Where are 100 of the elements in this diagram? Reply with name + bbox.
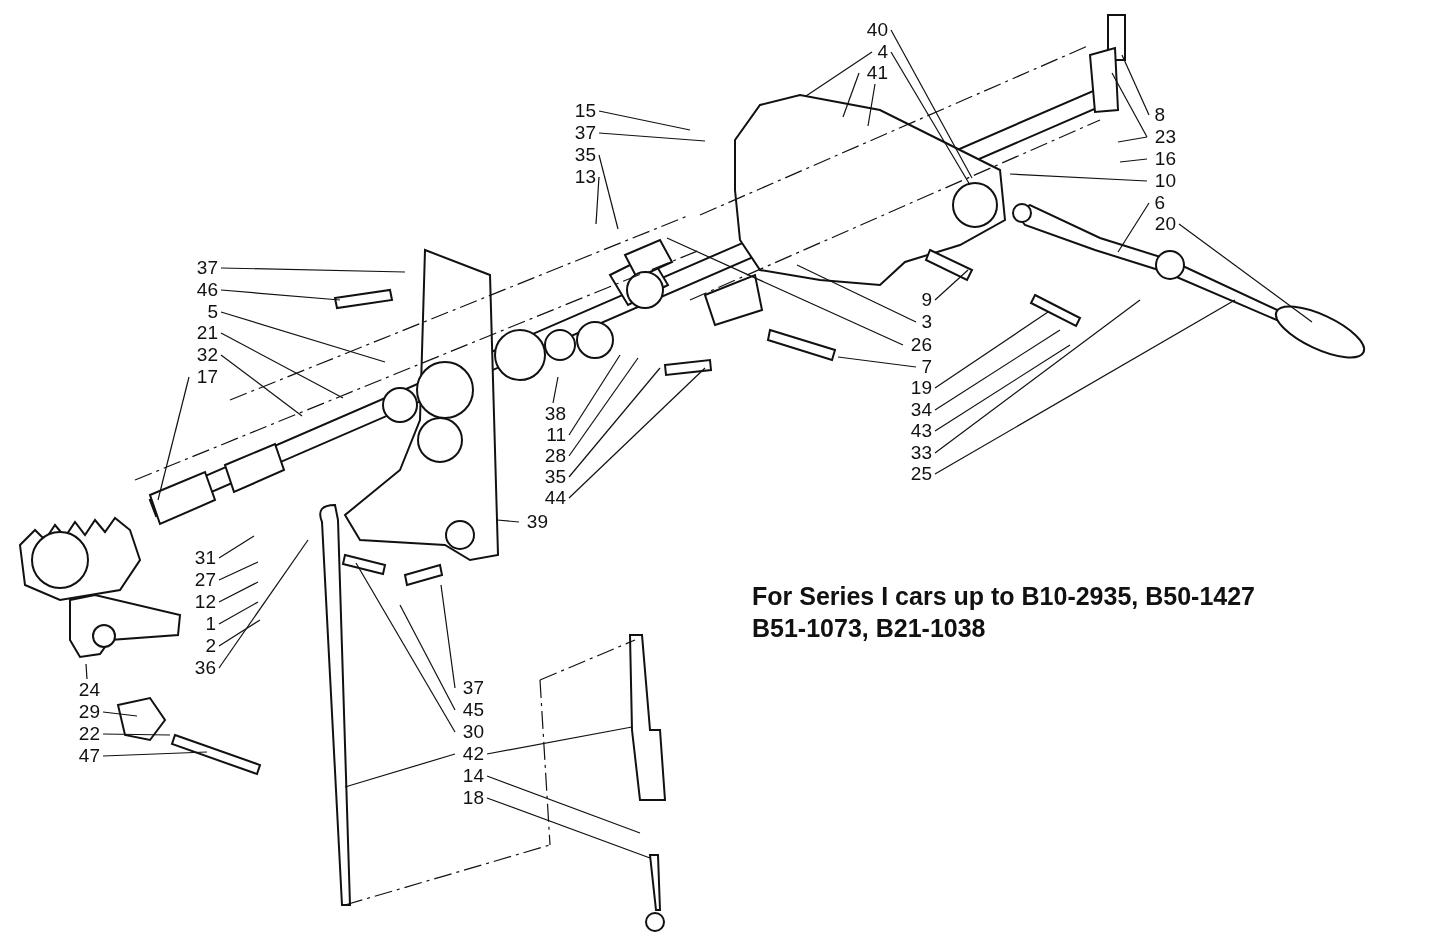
callout-number: 3 [919, 312, 932, 332]
callout-number: 38 [540, 404, 566, 424]
leader-line [220, 289, 341, 301]
note-text: For Series I cars up to B10-2935, B50-1427 B51-1073, B21-1038 [752, 581, 1257, 644]
callout-number: 44 [540, 488, 566, 508]
callout-number: 30 [458, 722, 484, 742]
leader-line [796, 264, 917, 323]
callout-number: 10 [1150, 171, 1176, 191]
callout-number: 19 [906, 378, 932, 398]
leader-line [486, 726, 633, 755]
leader-line [218, 561, 259, 581]
callout-number: 8 [1152, 105, 1165, 125]
leader-line [598, 154, 619, 230]
leader-line [486, 775, 641, 834]
leader-line [934, 329, 1061, 411]
leader-line [805, 51, 873, 97]
leader-line [220, 311, 386, 363]
leader-line [440, 584, 456, 689]
leader-line [157, 376, 190, 501]
callout-number: 43 [906, 421, 932, 441]
leader-line [220, 332, 344, 399]
leader-line [1111, 72, 1148, 138]
callout-number: 17 [192, 367, 218, 387]
leader-line [486, 797, 651, 859]
leader-line [218, 581, 259, 603]
leader-line [890, 51, 971, 186]
callout-number: 22 [74, 724, 100, 744]
leader-line [220, 354, 303, 417]
callout-number: 41 [862, 63, 888, 83]
leader-line [102, 751, 208, 757]
leader-line [344, 753, 456, 788]
callout-number: 33 [906, 443, 932, 463]
leader-line [552, 376, 559, 404]
callout-number: 12 [190, 592, 216, 612]
leader-line [1117, 136, 1148, 143]
callout-number: 2 [203, 636, 216, 656]
callout-number: 20 [1150, 214, 1176, 234]
leader-line [1009, 173, 1148, 182]
leader-line [890, 29, 973, 179]
leader-line [666, 237, 904, 346]
callout-number: 42 [458, 744, 484, 764]
callout-number: 11 [540, 425, 566, 445]
callout-number: 39 [522, 512, 548, 532]
leader-line [934, 299, 1141, 454]
leader-line [595, 176, 600, 225]
callout-number: 35 [540, 467, 566, 487]
leader-line [934, 311, 1049, 389]
callout-number: 47 [74, 746, 100, 766]
leader-line [568, 367, 661, 478]
callout-number: 37 [192, 258, 218, 278]
callout-number: 21 [192, 323, 218, 343]
leader-line [218, 539, 309, 669]
callout-number: 45 [458, 700, 484, 720]
callout-number: 23 [1150, 127, 1176, 147]
callout-number: 40 [862, 20, 888, 40]
leader-line [568, 354, 621, 436]
callout-number: 37 [458, 678, 484, 698]
callout-number: 35 [570, 145, 596, 165]
callout-number: 28 [540, 446, 566, 466]
callout-number: 18 [458, 788, 484, 808]
callout-number: 6 [1152, 193, 1165, 213]
callout-number: 9 [919, 290, 932, 310]
leader-line [218, 601, 259, 625]
callout-number: 15 [570, 101, 596, 121]
leader-line [218, 619, 261, 647]
callout-number: 26 [906, 335, 932, 355]
callout-number: 27 [190, 570, 216, 590]
leader-line [867, 83, 876, 127]
callout-number: 25 [906, 464, 932, 484]
callout-number: 36 [190, 658, 216, 678]
callout-number: 16 [1150, 149, 1176, 169]
leader-line [220, 267, 406, 273]
callout-number: 1 [203, 614, 216, 634]
callout-number: 5 [205, 302, 218, 322]
callout-number: 7 [919, 357, 932, 377]
callout-number: 24 [74, 680, 100, 700]
callout-number: 34 [906, 400, 932, 420]
leader-line [934, 344, 1071, 432]
callout-number: 37 [570, 123, 596, 143]
leader-line [1117, 202, 1150, 253]
leader-line [102, 733, 171, 736]
leader-line [355, 562, 456, 733]
leader-line [102, 711, 138, 717]
leader-line [1121, 54, 1150, 116]
leader-line [568, 357, 639, 457]
leader-line [837, 356, 917, 368]
leader-line [568, 367, 706, 499]
callout-number: 13 [570, 167, 596, 187]
callout-number: 46 [192, 280, 218, 300]
leader-line [598, 110, 691, 131]
leader-line [598, 132, 706, 142]
callout-number: 31 [190, 548, 216, 568]
leader-line [496, 519, 520, 523]
leader-line [85, 663, 88, 680]
leader-line [934, 299, 1236, 475]
leader-line [1178, 223, 1313, 323]
leader-line [399, 604, 456, 711]
leader-line [842, 72, 860, 118]
leader-line [934, 269, 969, 301]
leader-line [218, 535, 255, 559]
